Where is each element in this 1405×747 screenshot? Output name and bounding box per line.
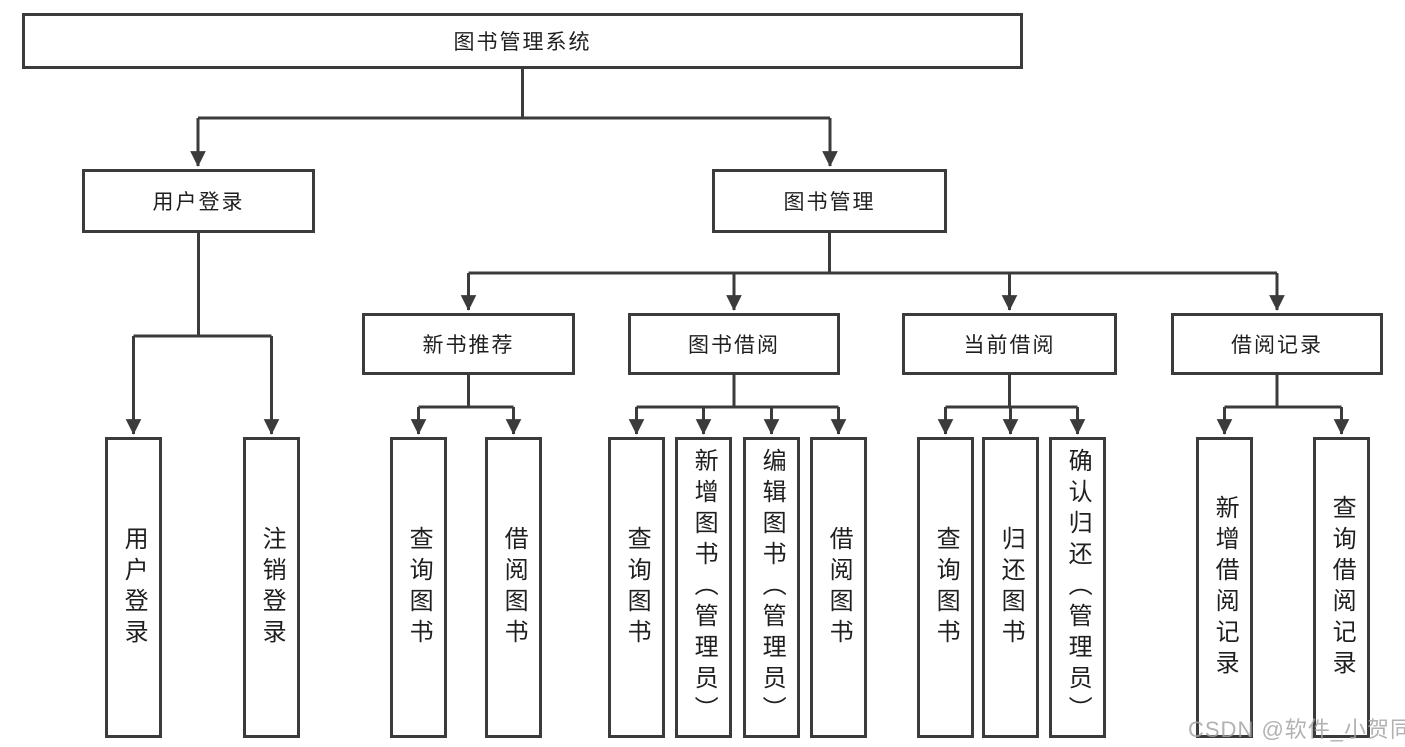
node-new-book-recommend: 新书推荐	[362, 313, 575, 375]
leaf-edit-books-admin: 编辑图书（管理员）	[743, 437, 800, 738]
leaf-logout-label: 注销登录	[258, 525, 286, 650]
leaf-user-login: 用户登录	[105, 437, 162, 738]
node-book-management: 图书管理	[712, 169, 947, 233]
leaf-add-books-admin: 新增图书（管理员）	[675, 437, 732, 738]
connector-root-to-level2	[190, 68, 838, 167]
node-borrow-records-label: 借阅记录	[1231, 334, 1323, 357]
leaf-borrow-books-recommend-label: 借阅图书	[500, 525, 528, 650]
node-current-borrow: 当前借阅	[902, 313, 1117, 375]
leaf-query-books-current-label: 查询图书	[932, 525, 960, 650]
leaf-confirm-return-admin: 确认归还（管理员）	[1049, 437, 1106, 738]
node-book-borrow-label: 图书借阅	[688, 334, 780, 357]
node-book-borrow: 图书借阅	[628, 313, 840, 375]
leaf-query-books-recommend: 查询图书	[390, 437, 447, 738]
node-new-book-recommend-label: 新书推荐	[422, 334, 515, 357]
node-book-management-label: 图书管理	[783, 191, 876, 214]
leaf-add-books-admin-label: 新增图书（管理员）	[690, 448, 718, 727]
leaf-borrow-books: 借阅图书	[810, 437, 867, 738]
connector-new-book-rec-children	[410, 375, 522, 435]
node-user-login-label: 用户登录	[152, 191, 245, 214]
leaf-return-books: 归还图书	[982, 437, 1039, 738]
leaf-return-books-label: 归还图书	[997, 525, 1025, 650]
connector-book-management-sections	[460, 233, 1285, 311]
node-current-borrow-label: 当前借阅	[963, 334, 1056, 357]
leaf-add-borrow-record-label: 新增借阅记录	[1211, 494, 1239, 681]
leaf-query-books-borrow: 查询图书	[608, 437, 665, 738]
leaf-borrow-books-recommend: 借阅图书	[485, 437, 542, 738]
leaf-logout: 注销登录	[243, 437, 300, 738]
leaf-query-borrow-record-label: 查询借阅记录	[1328, 494, 1356, 681]
leaf-query-books-current: 查询图书	[917, 437, 974, 738]
node-root: 图书管理系统	[22, 13, 1023, 69]
leaf-add-borrow-record: 新增借阅记录	[1196, 437, 1253, 738]
connector-book-borrow-children	[628, 375, 847, 435]
leaf-edit-books-admin-label: 编辑图书（管理员）	[758, 448, 786, 727]
connector-current-borrow-children	[937, 375, 1086, 435]
leaf-borrow-books-label: 借阅图书	[825, 525, 853, 650]
connector-borrow-records-children	[1216, 375, 1350, 435]
leaf-query-books-borrow-label: 查询图书	[623, 525, 651, 650]
node-borrow-records: 借阅记录	[1171, 313, 1383, 375]
node-root-label: 图书管理系统	[453, 31, 592, 54]
csdn-watermark: CSDN @软件_小贺同学	[1188, 717, 1405, 742]
node-user-login: 用户登录	[82, 169, 315, 233]
leaf-query-books-recommend-label: 查询图书	[405, 525, 433, 650]
leaf-confirm-return-admin-label: 确认归还（管理员）	[1064, 448, 1092, 727]
leaf-user-login-label: 用户登录	[120, 525, 148, 650]
connector-user-login-children	[125, 233, 280, 435]
leaf-query-borrow-record: 查询借阅记录	[1313, 437, 1370, 738]
